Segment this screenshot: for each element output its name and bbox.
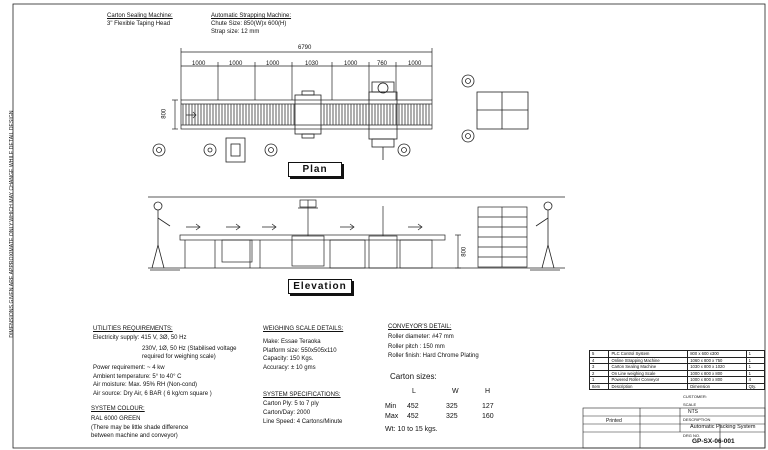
colour-line: RAL 6000 GREEN	[91, 416, 141, 422]
carton-cell: 452	[407, 413, 419, 420]
carton-cell: 127	[482, 403, 494, 410]
bom-head-item: Item	[588, 382, 610, 390]
colour-line: (There may be little shade difference	[91, 425, 189, 431]
plan-strapping-machine	[368, 81, 398, 160]
utilities-line: Electricity supply: 415 V, 3Ø, 50 Hz	[93, 335, 187, 341]
carton-row-label: Min	[385, 403, 397, 410]
carton-cell: 452	[407, 403, 419, 410]
customer-label: CUSTOMER:	[683, 394, 707, 399]
specs-line: Line Speed: 4 Cartons/Minute	[263, 419, 343, 425]
elevation-operators	[151, 201, 555, 269]
scale-value: NTS	[688, 409, 698, 415]
plan-segment-dimension: 1000	[266, 61, 280, 67]
description-label: DESCRIPTION	[683, 417, 711, 422]
conveyor-title: CONVEYOR'S DETAIL:	[388, 324, 452, 330]
utilities-line: Power requirement: ~ 4 kw	[93, 365, 165, 371]
utilities-line: required for weighing scale)	[142, 354, 216, 360]
colour-line: between machine and conveyor)	[91, 433, 178, 439]
conveyor-line: Roller finish: Hard Chrome Plating	[388, 353, 479, 359]
utilities-line: 230V, 1Ø, 50 Hz (Stabilised voltage	[142, 346, 237, 352]
drg-label: DRG NO.	[683, 433, 701, 438]
carton-machine-spec: 3" Flexible Taping Head	[107, 21, 171, 27]
weighing-title: WEIGHING SCALE DETAILS:	[263, 326, 344, 332]
drawing-description: Automatic Packing System	[690, 424, 756, 430]
elevation-label: Elevation	[288, 279, 352, 294]
plan-overall-dimension: 6790	[298, 45, 312, 51]
weighing-line: Make: Essae Teraoka	[263, 339, 321, 345]
scale-label: SCALE	[683, 402, 697, 407]
plan-height-dimension: 800	[161, 108, 168, 119]
bom-head-dim: Dimension	[687, 382, 747, 390]
bom-head-qty: Qty.	[745, 382, 766, 390]
carton-machine-title: Carton Sealing Machine:	[107, 13, 173, 19]
elevation-height-dimension: 800	[461, 246, 468, 257]
conveyor-line: Roller diameter: #47 mm	[388, 334, 454, 340]
utilities-title: UTILITIES REQUIREMENTS:	[93, 326, 173, 332]
title-block-frame	[582, 407, 766, 449]
plan-label: Plan	[288, 162, 342, 177]
carton-weight: Wt: 10 to 15 kgs.	[385, 426, 438, 433]
plan-operators	[152, 74, 475, 163]
strapping-strap-size: Strap size: 12 mm	[211, 29, 260, 35]
specs-line: Carton/Day: 2000	[263, 410, 311, 416]
plan-segment-dimension: 1030	[305, 61, 319, 67]
status-stamp: Printed	[606, 418, 622, 424]
weighing-line: Capacity: 150 Kgs.	[263, 356, 314, 362]
utilities-line: Ambient temperature: 5° to 40° C	[93, 374, 182, 380]
strapping-machine-title: Automatic Strapping Machine:	[211, 13, 292, 19]
plan-rollers	[182, 104, 430, 125]
carton-sizes-title: Carton sizes:	[390, 372, 437, 381]
strapping-chute-size: Chute Size: 850(W)x 600(H)	[211, 21, 287, 27]
carton-cell: 325	[446, 413, 458, 420]
utilities-line: Air source: Dry Air, 6 BAR ( 6 kg/cm squ…	[93, 391, 212, 397]
carton-col-header: H	[485, 388, 491, 395]
specs-title: SYSTEM SPECIFICATIONS:	[263, 392, 341, 398]
plan-sealing-machine	[294, 90, 322, 139]
carton-cell: 160	[482, 413, 494, 420]
plan-segment-dimension: 1000	[408, 61, 422, 67]
plan-segment-dimension: 1000	[229, 61, 243, 67]
utilities-line: Air moisture: Max. 95% RH (Non-cond)	[93, 382, 198, 388]
specs-line: Carton Ply: 5 to 7 ply	[263, 401, 319, 407]
colour-title: SYSTEM COLOUR:	[91, 406, 145, 412]
carton-col-header: W	[452, 388, 459, 395]
bom-head-desc: Description	[608, 382, 689, 390]
drawing-number: GP-SX-06-001	[692, 438, 735, 445]
plan-segment-dimension: 1000	[344, 61, 358, 67]
carton-row-label: Max	[385, 413, 399, 420]
weighing-line: Accuracy: ± 10 gms	[263, 365, 316, 371]
plan-segment-dimension: 760	[377, 61, 388, 67]
flow-arrows	[186, 111, 423, 231]
plan-segment-dimension: 1000	[192, 61, 206, 67]
conveyor-line: Roller pitch : 150 mm	[388, 344, 445, 350]
weighing-line: Platform size: 550x505x110	[263, 348, 337, 354]
carton-cell: 325	[446, 403, 458, 410]
carton-col-header: L	[412, 388, 416, 395]
elevation-view	[148, 196, 565, 271]
plan-pallet	[476, 91, 529, 130]
